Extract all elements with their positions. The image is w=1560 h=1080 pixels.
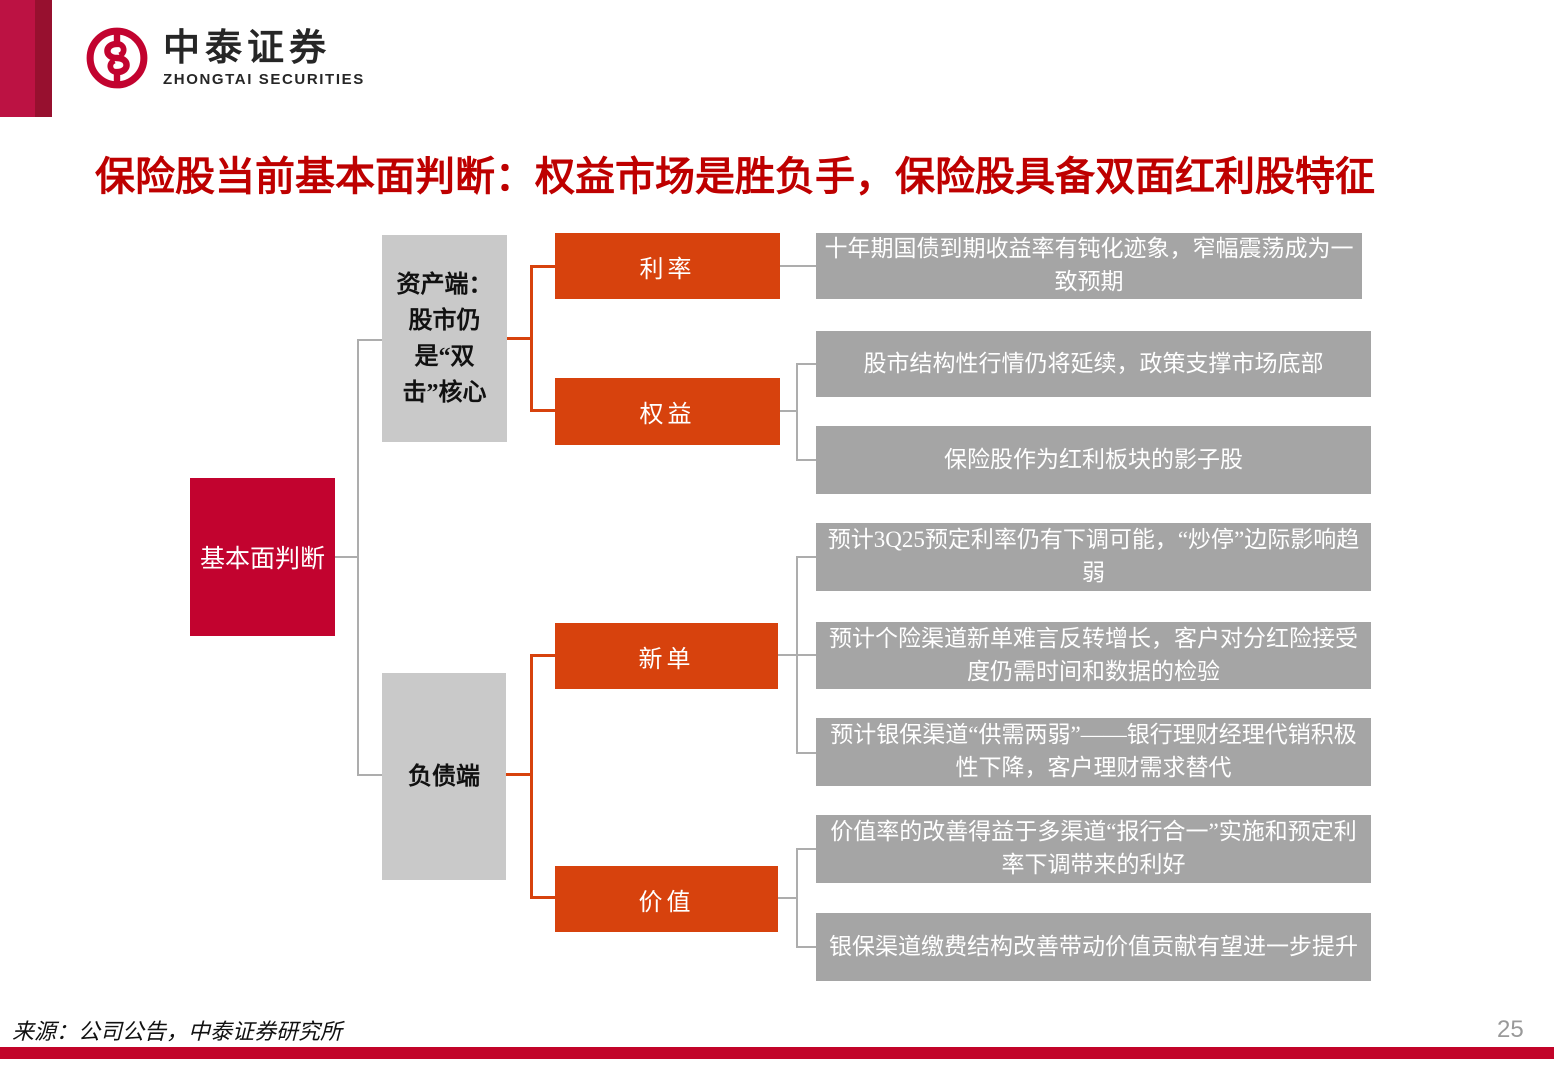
detail-new-policy-2: 预计个险渠道新单难言反转增长，客户对分红险接受度仍需时间和数据的检验	[816, 622, 1371, 689]
node-equity: 权益	[555, 378, 780, 445]
branch-asset: 资产端：股市仍是“双击”核心	[382, 235, 507, 442]
node-value: 价值	[555, 866, 778, 932]
detail-equity-1: 股市结构性行情仍将延续，政策支撑市场底部	[816, 331, 1371, 397]
connector-asset-stub	[357, 339, 382, 341]
connector-newpolicy-stub-bottom	[796, 752, 816, 754]
connector-equity-stub-top	[796, 363, 816, 365]
connector-root-v	[357, 339, 359, 776]
connector-asset-orange-h	[507, 337, 531, 340]
page-title: 保险股当前基本面判断：权益市场是胜负手，保险股具备双面红利股特征	[95, 154, 1375, 199]
connector-equity-stub-bottom	[796, 459, 816, 461]
detail-value-2: 银保渠道缴费结构改善带动价值贡献有望进一步提升	[816, 913, 1371, 981]
brand-name-en: ZHONGTAI SECURITIES	[163, 70, 365, 88]
connector-orange-stub-value	[530, 896, 555, 899]
brand-logo: 中泰证券 ZHONGTAI SECURITIES	[85, 24, 365, 92]
root-node: 基本面判断	[190, 478, 335, 636]
connector-orange-stub-interest	[530, 265, 555, 268]
detail-new-policy-3: 预计银保渠道“供需两弱”——银行理财经理代销积极性下降，客户理财需求替代	[816, 718, 1371, 786]
connector-orange-stub-equity	[530, 409, 555, 412]
connector-liability-orange-v	[530, 654, 533, 899]
connector-value-stub-bottom	[796, 946, 816, 948]
connector-value-h	[778, 897, 797, 899]
node-new-policy: 新单	[555, 623, 778, 689]
connector-liability-orange-h	[506, 773, 531, 776]
connector-interest-detail	[780, 265, 816, 267]
connector-value-stub-top	[796, 848, 816, 850]
connector-newpolicy-stub-top	[796, 556, 816, 558]
detail-new-policy-1: 预计3Q25预定利率仍有下调可能，“炒停”边际影响趋弱	[816, 523, 1371, 591]
connector-newpolicy-v	[796, 556, 798, 754]
page-number: 25	[1497, 1016, 1524, 1043]
source-note: 来源：公司公告，中泰证券研究所	[12, 1019, 343, 1044]
connector-value-v	[796, 848, 798, 948]
detail-value-1: 价值率的改善得益于多渠道“报行合一”实施和预定利率下调带来的利好	[816, 815, 1371, 883]
zhongtai-swirl-circle-icon	[86, 27, 148, 89]
connector-orange-stub-newpolicy	[530, 654, 555, 657]
connector-equity-v	[796, 363, 798, 461]
brand-name-cn: 中泰证券	[163, 27, 331, 68]
connector-equity-h	[780, 410, 798, 412]
node-interest-rate: 利率	[555, 233, 780, 299]
detail-equity-2: 保险股作为红利板块的影子股	[816, 426, 1371, 494]
detail-interest-rate-1: 十年期国债到期收益率有钝化迹象，窄幅震荡成为一致预期	[816, 233, 1362, 299]
corner-bar-dark	[35, 0, 52, 117]
branch-liability: 负债端	[382, 673, 506, 880]
corner-bar-light	[0, 0, 35, 117]
connector-root-h	[335, 556, 358, 558]
connector-liability-stub	[357, 774, 382, 776]
bottom-bar	[0, 1047, 1554, 1059]
connector-asset-orange-v	[530, 265, 533, 412]
brand-text: 中泰证券 ZHONGTAI SECURITIES	[163, 24, 365, 88]
